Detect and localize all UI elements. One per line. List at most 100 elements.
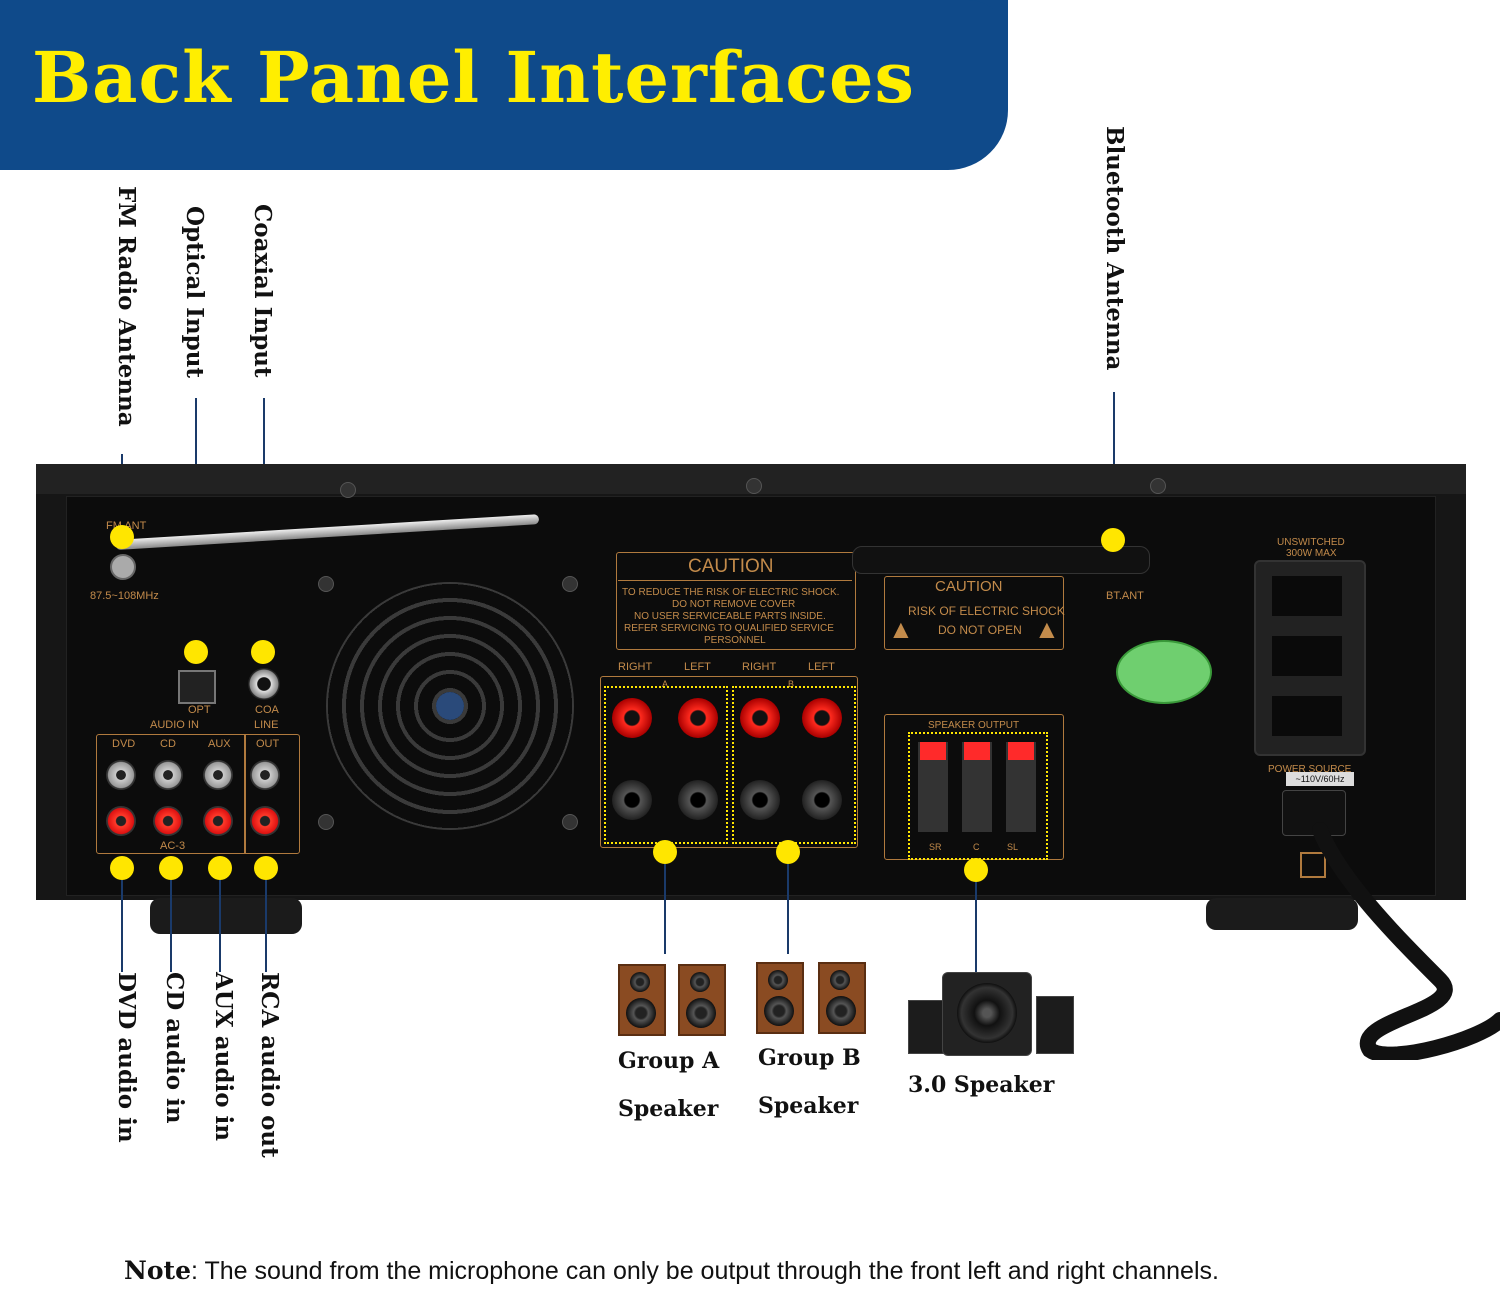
group-b-speaker-left [756, 962, 804, 1034]
marker-bluetooth [1101, 528, 1125, 552]
callout-line-group-a [664, 864, 666, 954]
group-a-label-line1: Group A [618, 1048, 720, 1074]
screw [318, 814, 334, 830]
speaker-30-label: 3.0 Speaker [908, 1072, 1055, 1098]
panel-divider [244, 734, 246, 854]
group-a-right-negative[interactable] [612, 780, 652, 820]
aux-rca-white[interactable] [203, 760, 233, 790]
outlet-socket[interactable] [1272, 696, 1342, 736]
group-b-right-negative[interactable] [740, 780, 780, 820]
note-label: Note [124, 1256, 191, 1285]
sl-red-clip[interactable] [1008, 742, 1034, 760]
marker-optical [184, 640, 208, 664]
right-b-label: RIGHT [742, 661, 777, 673]
caution-divider [618, 580, 852, 581]
caution-line-2: DO NOT REMOVE COVER [672, 599, 796, 610]
caution-line-3: NO USER SERVICEABLE PARTS INSIDE. [634, 611, 826, 622]
outlet-socket[interactable] [1272, 636, 1342, 676]
unswitched-label: UNSWITCHED [1277, 537, 1345, 548]
aux-rca-red[interactable] [203, 806, 233, 836]
label-fm-antenna: FM Radio Antenna [113, 186, 140, 427]
label-bluetooth-antenna: Bluetooth Antenna [1101, 126, 1128, 371]
subwoofer [942, 972, 1032, 1056]
callout-line-cd [170, 880, 172, 972]
outlet-socket[interactable] [1272, 576, 1342, 616]
group-b-tag: B [788, 679, 795, 689]
certification-seal [1116, 640, 1212, 704]
voltage-sticker: ~110V/60Hz [1286, 772, 1354, 786]
group-b-label-line2: Speaker [758, 1093, 859, 1119]
screw [340, 482, 356, 498]
warning-icon: ▲ [1034, 614, 1060, 644]
caution-2-line-2: DO NOT OPEN [938, 623, 1022, 637]
marker-cd [159, 856, 183, 880]
right-a-label: RIGHT [618, 661, 653, 673]
group-a-right-positive[interactable] [612, 698, 652, 738]
marker-30-speaker [964, 858, 988, 882]
caution-panel-2 [884, 576, 1064, 650]
sr-red-clip[interactable] [920, 742, 946, 760]
fan-hub [436, 692, 464, 720]
power-source-label: POWER SOURCE [1268, 764, 1352, 775]
group-b-speaker-right [818, 962, 866, 1034]
label-rca-audio-out: RCA audio out [256, 972, 283, 1158]
right-foot [1206, 898, 1358, 930]
caution-title: CAUTION [688, 556, 774, 577]
page-title: Back Panel Interfaces [32, 36, 915, 119]
caution-2-line-1: RISK OF ELECTRIC SHOCK [908, 604, 1065, 618]
dvd-rca-white[interactable] [106, 760, 136, 790]
cd-rca-white[interactable] [153, 760, 183, 790]
label-coaxial-input: Coaxial Input [249, 204, 276, 378]
fm-antenna-jack[interactable] [110, 554, 136, 580]
callout-line-rca [265, 880, 267, 972]
out-rca-white[interactable] [250, 760, 280, 790]
group-b-right-positive[interactable] [740, 698, 780, 738]
screw [318, 576, 334, 592]
group-a-left-positive[interactable] [678, 698, 718, 738]
dvd-rca-red[interactable] [106, 806, 136, 836]
screw [1150, 478, 1166, 494]
bt-ant-label: BT.ANT [1106, 590, 1144, 602]
callout-line-aux [219, 880, 221, 972]
subwoofer-cone [957, 983, 1017, 1043]
marker-aux [208, 856, 232, 880]
group-b-left-positive[interactable] [802, 698, 842, 738]
screw [746, 478, 762, 494]
label-aux-audio-in: AUX audio in [210, 972, 237, 1142]
bluetooth-antenna[interactable] [852, 546, 1150, 574]
power-cord [1312, 822, 1500, 1060]
left-a-label: LEFT [684, 661, 711, 673]
sl-label: SL [1007, 842, 1019, 852]
coaxial-port[interactable] [248, 668, 280, 700]
marker-coaxial [251, 640, 275, 664]
fm-frequency-label: 87.5~108MHz [90, 590, 159, 602]
audio-in-label: AUDIO IN [150, 719, 199, 731]
group-a-speaker-right [678, 964, 726, 1036]
out-rca-red[interactable] [250, 806, 280, 836]
optical-port[interactable] [178, 670, 216, 704]
cd-label: CD [160, 738, 176, 750]
sr-label: SR [929, 842, 942, 852]
group-b-left-negative[interactable] [802, 780, 842, 820]
group-a-left-negative[interactable] [678, 780, 718, 820]
note-separator: : [190, 1257, 198, 1285]
label-optical-input: Optical Input [181, 206, 208, 379]
caution-2-title: CAUTION [935, 578, 1003, 595]
cd-rca-red[interactable] [153, 806, 183, 836]
satellite-speaker-right [1036, 996, 1074, 1054]
c-label: C [973, 842, 980, 852]
marker-fm-antenna [110, 525, 134, 549]
rear-panel [66, 496, 1436, 896]
left-foot [150, 898, 302, 934]
speaker-output-label: SPEAKER OUTPUT [928, 720, 1020, 731]
marker-group-a [653, 840, 677, 864]
out-label: OUT [256, 738, 280, 750]
caution-panel [616, 552, 856, 650]
label-cd-audio-in: CD audio in [161, 972, 188, 1124]
group-b-label-line1: Group B [758, 1045, 861, 1071]
footnote: Note: The sound from the microphone can … [124, 1256, 1219, 1286]
marker-rca-out [254, 856, 278, 880]
c-red-clip[interactable] [964, 742, 990, 760]
group-a-tag: A [662, 679, 669, 689]
caution-line-1: TO REDUCE THE RISK OF ELECTRIC SHOCK. [622, 587, 840, 598]
